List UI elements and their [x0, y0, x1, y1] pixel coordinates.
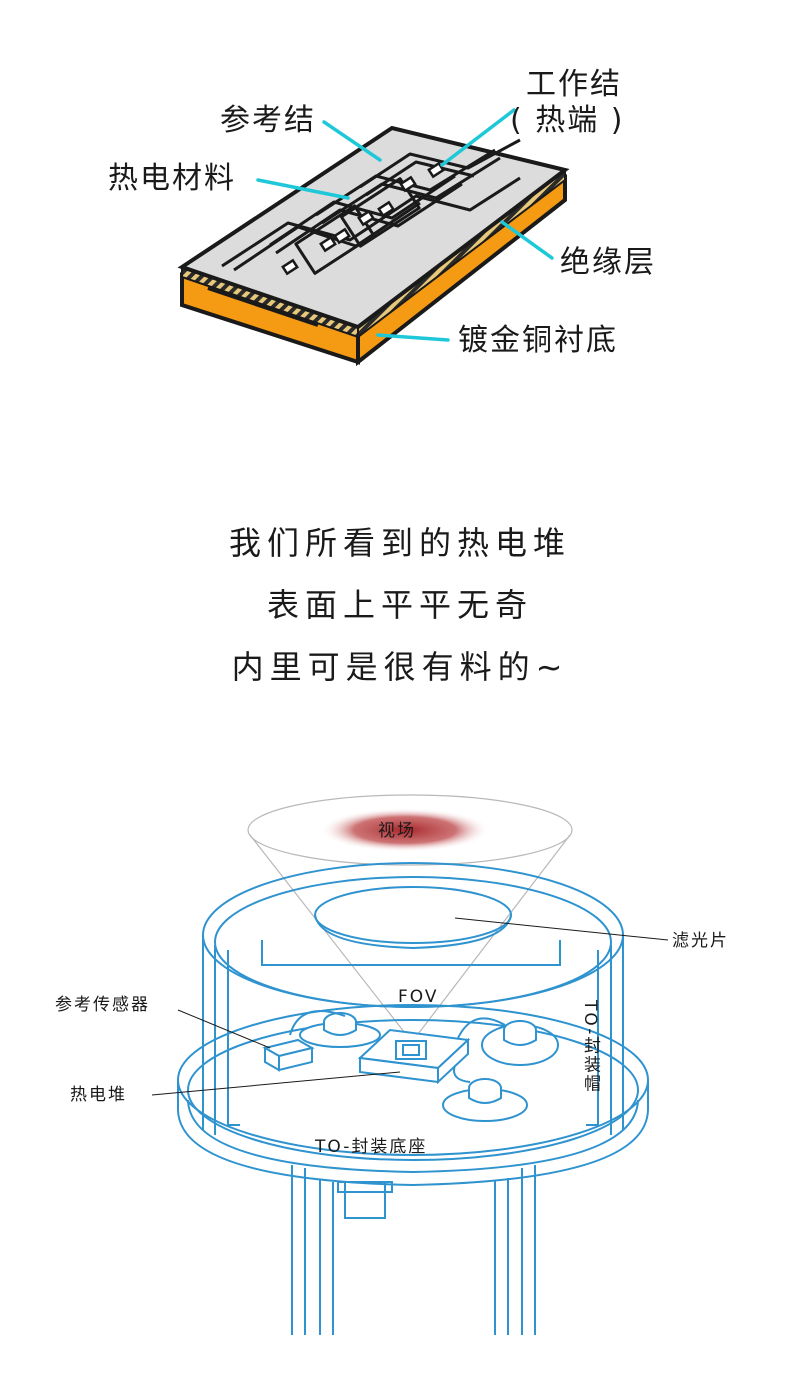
label-hot-junction-line1: 工作结 [526, 67, 622, 102]
thermocouple-traces [221, 138, 521, 275]
caption-line-3: 内里可是很有料的~ [231, 648, 569, 686]
thermopile-chip-illustration: 工作结 ( 热端 ) 参考结 热电材料 绝缘层 镀金铜衬底 [108, 67, 656, 367]
label-cap: TO-封装帽 [580, 999, 601, 1093]
label-hot-junction-line2: ( 热端 ) [510, 103, 624, 138]
label-thermopile: 热电堆 [70, 1085, 127, 1105]
package-leader-lines [151, 917, 669, 1096]
caption-line-2: 表面上平平无奇 [266, 586, 533, 624]
callout-lines [256, 108, 554, 342]
label-fov: FOV [398, 987, 439, 1007]
label-substrate: 镀金铜衬底 [458, 323, 618, 358]
junction-connectors [281, 161, 445, 276]
label-base: TO-封装底座 [314, 1137, 427, 1157]
to-package-illustration: 视场 FOV [55, 794, 729, 1335]
label-reference-junction: 参考结 [220, 103, 316, 138]
substrate-stripe [207, 286, 319, 327]
caption-line-1: 我们所看到的热电堆 [228, 524, 571, 562]
internal-components [262, 1010, 559, 1122]
field-of-view-hotspot [320, 808, 490, 852]
to-leads [291, 1165, 536, 1335]
label-thermoelectric-material: 热电材料 [108, 161, 236, 196]
label-reference-sensor: 参考传感器 [55, 995, 150, 1015]
to-base [177, 1004, 649, 1219]
label-insulation-layer: 绝缘层 [560, 245, 656, 280]
label-filter: 滤光片 [672, 931, 729, 951]
fov-cone [249, 834, 571, 1043]
label-field-of-view: 视场 [378, 821, 416, 841]
